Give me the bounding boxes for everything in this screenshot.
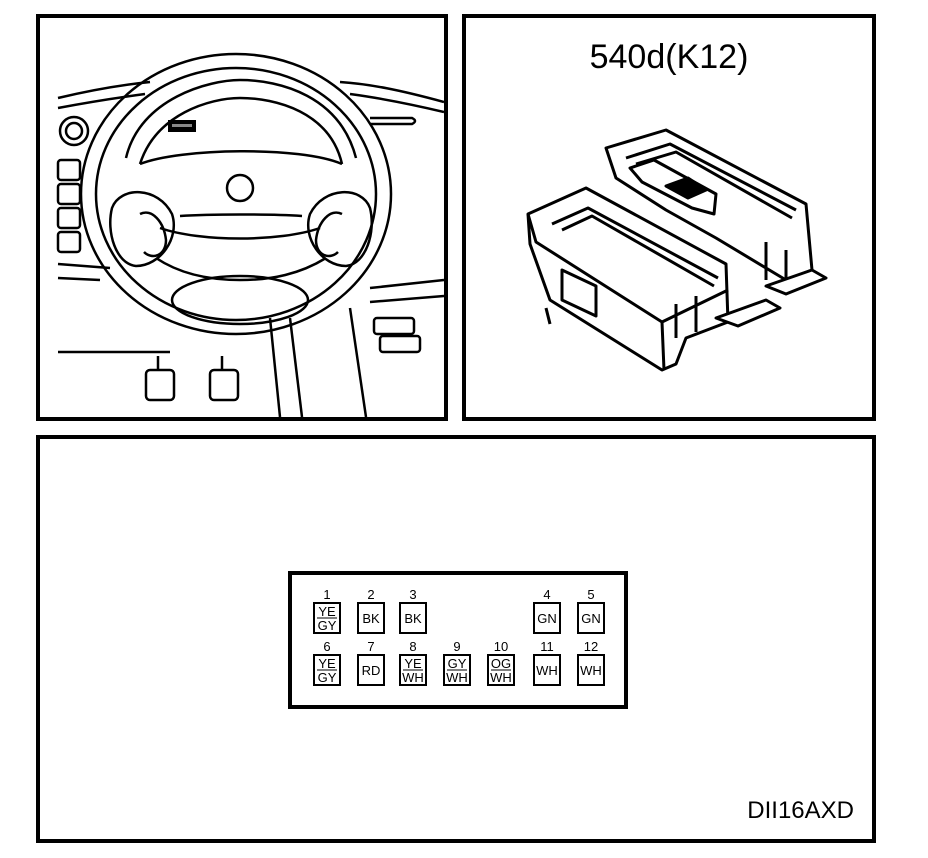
pin-box: [357, 602, 385, 634]
pin-number: 10: [494, 639, 508, 654]
pin-2: 2BK: [357, 587, 385, 634]
pin-wire-color: BK: [362, 611, 380, 626]
pin-wire-color: RD: [362, 663, 381, 678]
pin-wire-color: WH: [490, 670, 512, 685]
connector-name: 540d(K12): [589, 38, 749, 76]
pin-wire-color: YE: [318, 656, 336, 671]
pin-number: 1: [323, 587, 330, 602]
pin-number: 9: [453, 639, 460, 654]
pin-4: 4GN: [533, 587, 561, 634]
pin-wire-color: WH: [402, 670, 424, 685]
pin-wire-color: YE: [318, 604, 336, 619]
location-panel: [36, 14, 448, 421]
reference-code: DII16AXD: [747, 797, 854, 824]
connector-illustration: [526, 128, 828, 372]
pin-number: 5: [587, 587, 594, 602]
steering-wheel-illustration: [56, 52, 444, 417]
pin-box: [357, 654, 385, 686]
pin-box: [533, 602, 561, 634]
pin-wire-color: GY: [318, 670, 337, 685]
pin-wire-color: GY: [318, 618, 337, 633]
pin-number: 11: [540, 639, 554, 654]
pin-number: 7: [367, 639, 374, 654]
pin-wire-color: GN: [537, 611, 557, 626]
connector-panel: 540d(K12): [462, 14, 876, 421]
pin-wire-color: OG: [491, 656, 511, 671]
pin-number: 6: [323, 639, 330, 654]
pin-box: [577, 602, 605, 634]
pin-wire-color: WH: [580, 663, 602, 678]
pin-box: [533, 654, 561, 686]
pin-number: 2: [367, 587, 374, 602]
pin-number: 3: [409, 587, 416, 602]
pin-7: 7RD: [357, 639, 385, 686]
pin-wire-color: WH: [536, 663, 558, 678]
pin-3: 3BK: [399, 587, 427, 634]
pin-wire-color: WH: [446, 670, 468, 685]
pinout-diagram: 1YEGY2BK3BK4GN5GN6YEGY7RD8YEWH9GYWH10OGW…: [288, 571, 628, 709]
pin-number: 8: [409, 639, 416, 654]
pin-wire-color: GY: [448, 656, 467, 671]
pin-wire-color: YE: [404, 656, 422, 671]
pin-number: 4: [543, 587, 550, 602]
pin-5: 5GN: [577, 587, 605, 634]
pin-box: [577, 654, 605, 686]
pin-wire-color: BK: [404, 611, 422, 626]
pin-number: 12: [584, 639, 598, 654]
pin-box: [399, 602, 427, 634]
pin-wire-color: GN: [581, 611, 601, 626]
